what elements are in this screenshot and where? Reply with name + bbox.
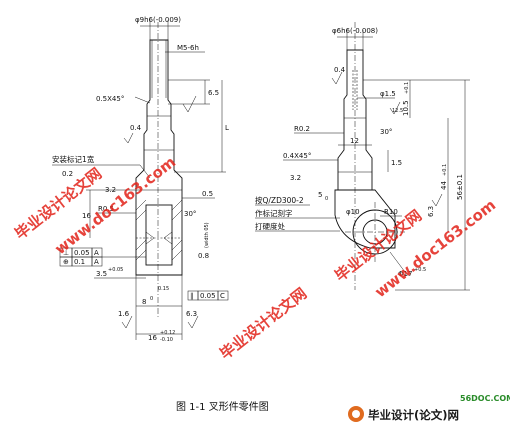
left-fcf-par-value: 0.05 [200, 292, 216, 300]
footer-logo-icon-inner [352, 410, 360, 418]
left-dim-1-6: 1.6 [118, 310, 130, 318]
left-dim-L: L [225, 124, 229, 132]
left-dim-0-15: 0.15 [158, 286, 169, 292]
left-fcf-par-symbol: ∥ [190, 292, 194, 300]
left-fcf-pos-ref: A [94, 258, 99, 266]
footer-brand: 56DOC.COM 毕业设计(论文)网 [348, 394, 510, 422]
left-fcf-pos-value: 0.1 [74, 258, 85, 266]
left-note-mark-width: 安装标记1宽 [52, 154, 95, 164]
right-head-outline [334, 189, 396, 249]
left-hatching [135, 199, 183, 261]
right-dim-12: 12 [350, 137, 359, 145]
watermark-bottom-cn: 毕业设计论文网 [216, 284, 310, 363]
left-fcf-perp-symbol: ⊥ [63, 249, 69, 257]
footer-brand-name: 毕业设计(论文)网 [368, 408, 459, 422]
left-dim-8: 8 [142, 298, 146, 306]
footer-site: 56DOC.COM [460, 394, 510, 403]
right-dim-30: 30° [380, 128, 392, 136]
left-shank-outline [135, 39, 183, 276]
right-dim-phi1-5: φ1.5 [380, 90, 396, 98]
left-dim-16b-tol2: -0.10 [160, 337, 173, 343]
left-dim-chamfer: 0.5X45° [96, 95, 124, 103]
right-dim-phi10: φ10 [346, 208, 360, 216]
right-note-harden: 打硬度处 [255, 221, 285, 231]
left-dim-0-8: 0.8 [198, 252, 209, 260]
left-fcf-parallel: ∥ 0.05 C [187, 290, 229, 301]
left-dim-r0-5: R0.5 [98, 205, 114, 213]
right-note-engrave: 作标记刻字 [255, 208, 293, 218]
right-dim-r0-2: R0.2 [294, 125, 310, 133]
left-dim-16b-tol: +0.12 [160, 330, 175, 336]
right-dim-0-4: 0.4 [334, 66, 346, 74]
right-dim-chamfer: 0.4X45° [283, 152, 311, 160]
right-dim-10-5-tol: +0.1 [404, 82, 410, 94]
right-dim-56: 56±0.1 [456, 174, 464, 200]
left-dim-3-5: 3.5 [96, 270, 107, 278]
left-dim-phi9: φ9h6(-0.009) [135, 16, 181, 24]
left-roughness-symbol [182, 95, 197, 113]
left-dim-16: 16 [82, 212, 91, 220]
right-dim-phi17-tol: +0.5 [414, 267, 426, 273]
left-view: φ9h6(-0.009) M5-6h 0.5X45° 6.5 L 0.4 安装标… [52, 16, 229, 343]
right-dim-12-5: 12.5 [392, 108, 403, 114]
figure-caption: 图 1-1 叉形件零件图 [176, 401, 269, 413]
left-dim-30: 30° [184, 210, 196, 218]
left-dim-6-5: 6.5 [208, 89, 219, 97]
right-view: φ6h6(-0.008) 0.4 φ1.5 10.5 +0.1 12.5 R0.… [255, 22, 470, 291]
left-dim-0-2: 0.2 [62, 170, 73, 178]
left-hole-cone [145, 231, 155, 245]
right-roughness-3 [431, 193, 443, 207]
right-dim-10-5: 10.5 [402, 100, 410, 116]
left-fcf-par-ref: C [220, 292, 225, 300]
right-dim-phi6: φ6h6(-0.008) [332, 27, 378, 35]
left-fcf-pos-ref-cell [91, 256, 103, 267]
right-dim-3-2: 3.2 [290, 174, 301, 182]
left-dim-8-tol: 0 [150, 296, 153, 302]
right-dim-44: 44 [440, 181, 448, 190]
left-fcf: ⊥ 0.05 A ⊕ 0.1 A [59, 247, 146, 267]
right-dim-phi17: Φ17 [398, 270, 412, 278]
right-note-std: 按Q/ZD300-2 [255, 195, 304, 205]
right-roughness-1 [331, 71, 343, 85]
left-roughness-2 [123, 132, 134, 144]
left-dim-6-3: 6.3 [186, 310, 197, 318]
left-hole-cone-2 [163, 231, 173, 245]
right-roughness-2 [389, 101, 401, 115]
left-fcf-pos-symbol: ⊕ [63, 258, 69, 266]
left-roughness-4 [187, 315, 199, 329]
left-dim-0-4: 0.4 [130, 124, 142, 132]
left-fcf-par-ref-cell [217, 290, 229, 301]
left-note-leader-2 [139, 164, 151, 179]
left-dim-0-5: 0.5 [202, 190, 213, 198]
left-dim-width: (width 05) [204, 222, 210, 248]
right-dim-r10: R10 [384, 208, 398, 216]
right-dim-6-3: 6.3 [427, 206, 435, 217]
right-dim-44-tol: +0.1 [442, 164, 448, 176]
left-fcf-perp-value: 0.05 [74, 249, 90, 257]
left-dim-3-5-tol: +0.05 [108, 267, 123, 273]
right-dim-1-5: 1.5 [391, 159, 402, 167]
left-chamfer-leader [134, 96, 151, 104]
left-roughness-3 [121, 315, 133, 329]
right-dim-5: 5 [318, 191, 322, 199]
left-fcf-perp-ref: A [94, 249, 99, 257]
left-dim-16b: 16 [148, 334, 157, 342]
left-dim-3-2: 3.2 [105, 186, 116, 194]
right-dim-5-tol: 0 [325, 196, 328, 202]
left-dim-m5: M5-6h [177, 44, 199, 52]
right-dim-leader-phi17 [389, 251, 406, 273]
